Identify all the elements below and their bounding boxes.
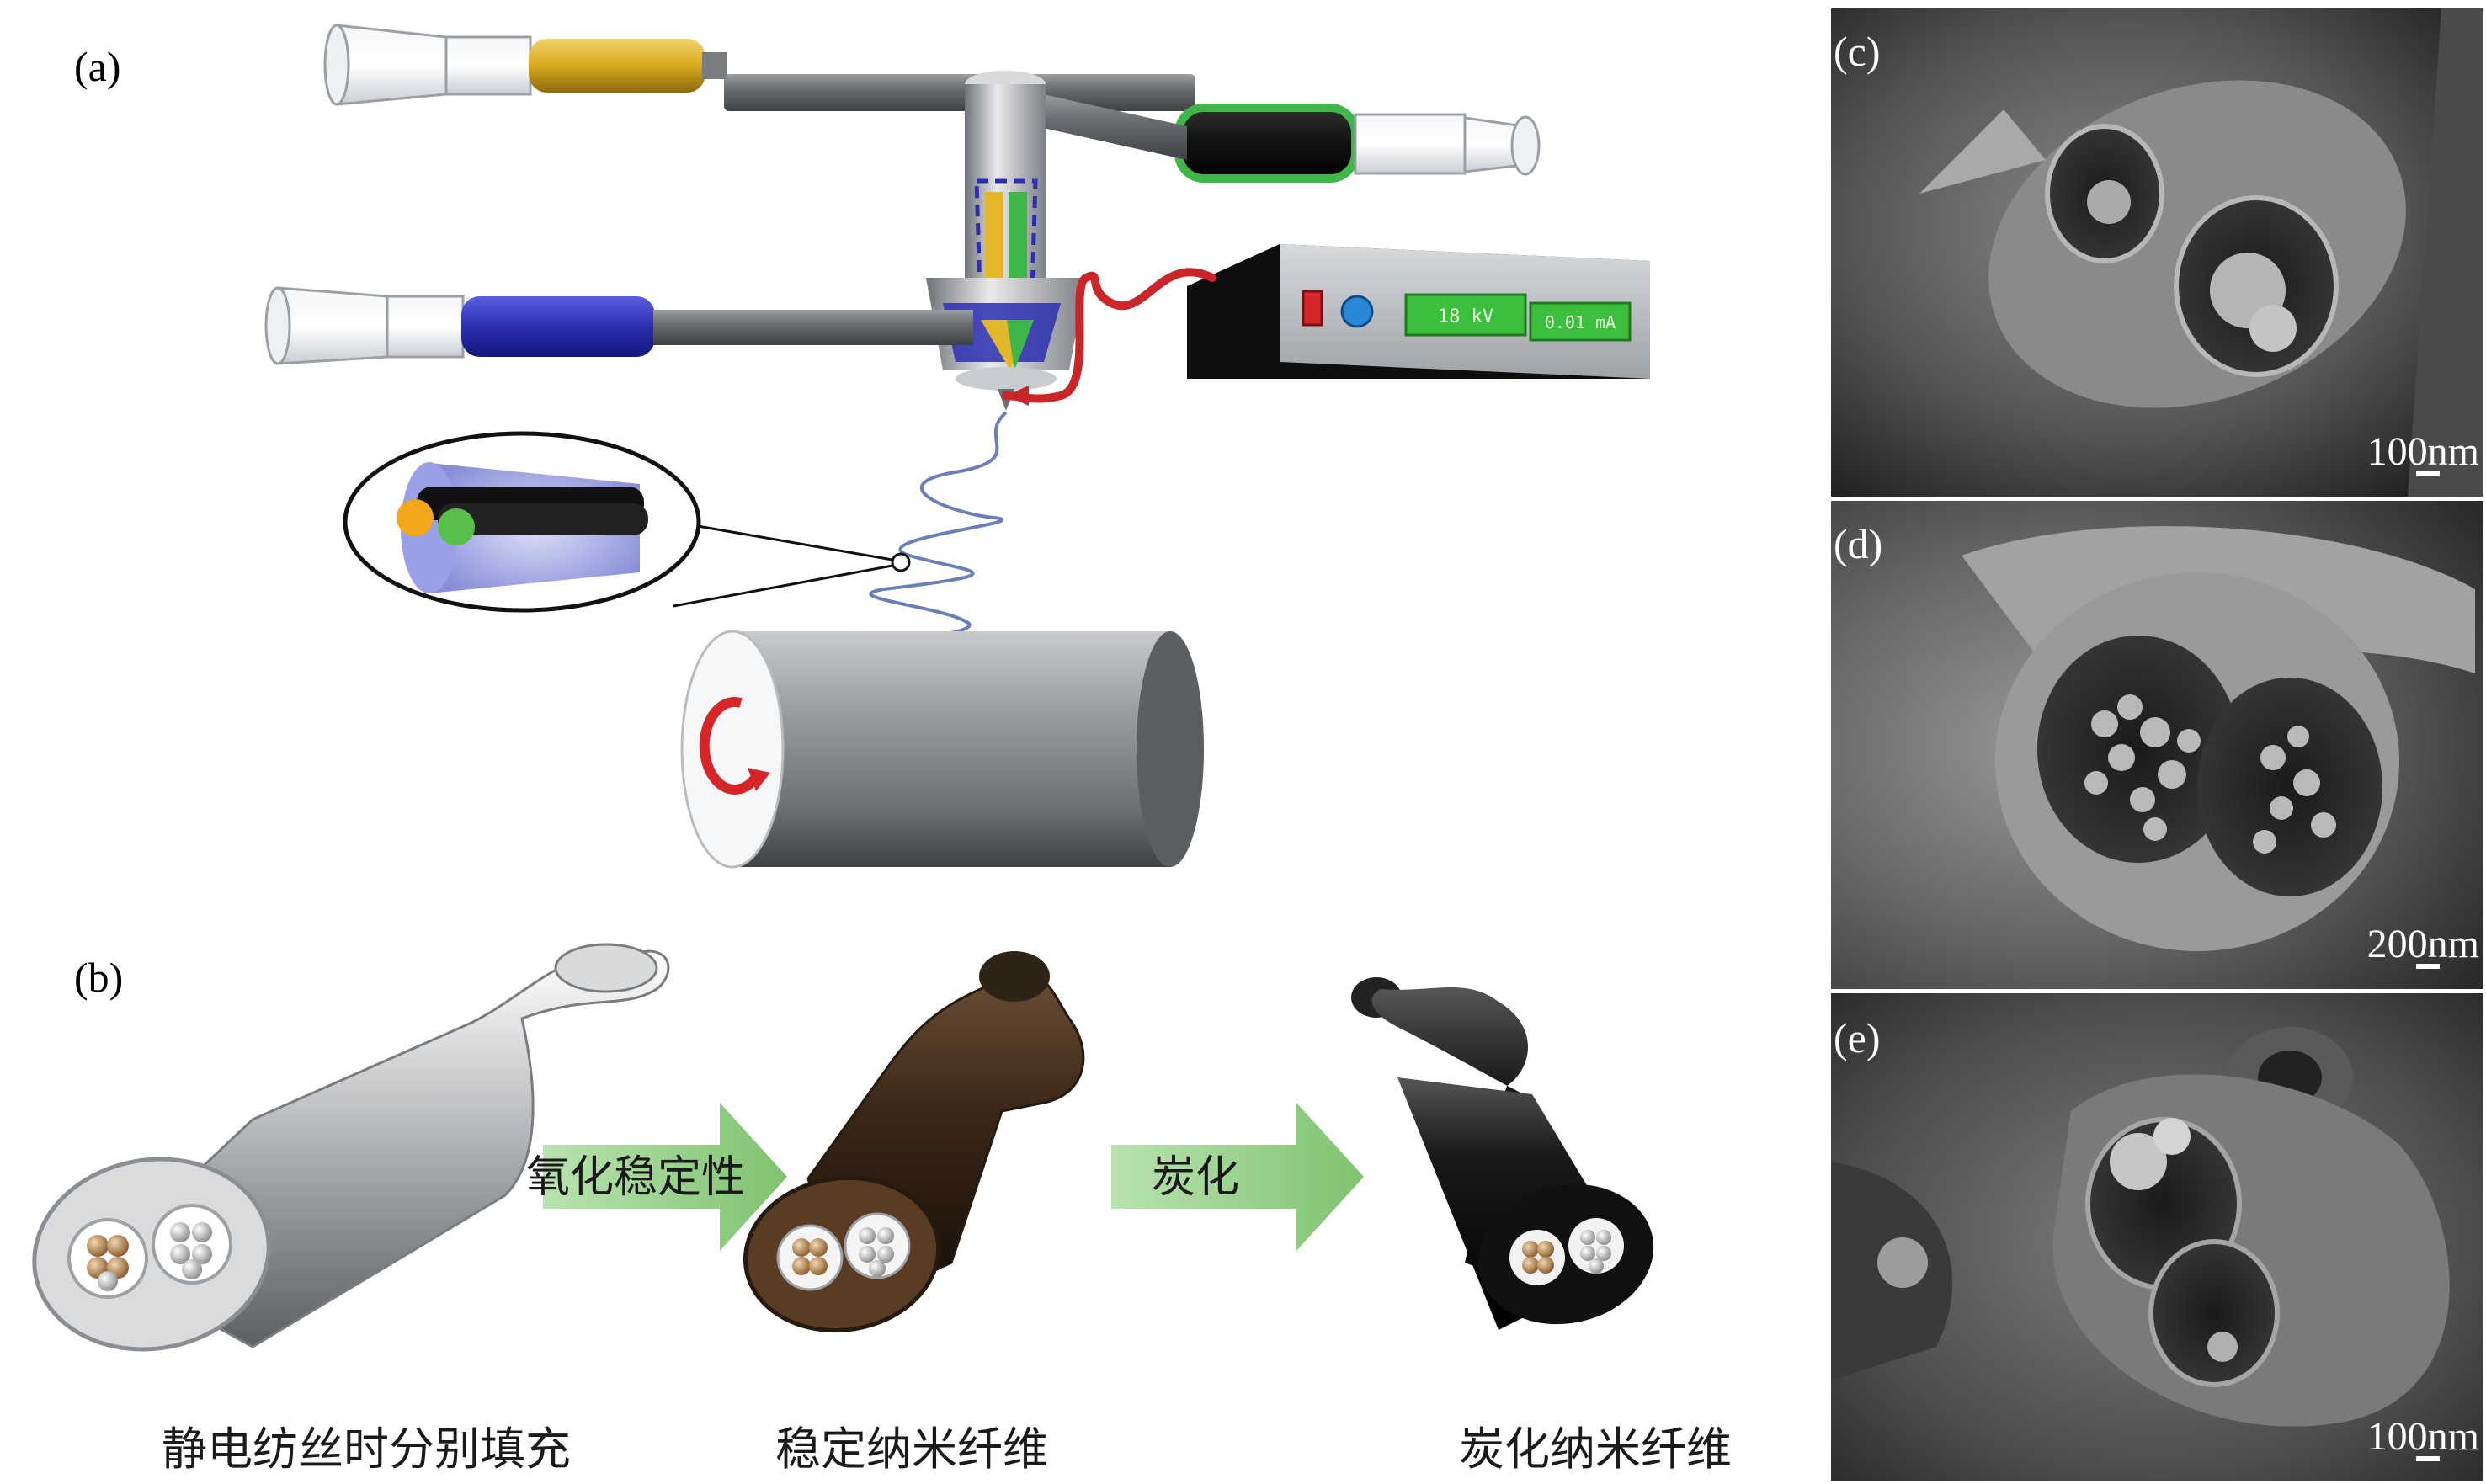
panel-d-scale: 200nm — [2367, 922, 2479, 966]
oxidative-stabilization-arrow: 氧化稳定性 — [526, 1103, 787, 1251]
panel-c-label: (c) — [1834, 28, 1881, 75]
right-feed-rod — [1035, 93, 1187, 160]
panel-d-scale-bar — [2416, 964, 2440, 969]
panel-d-sem: (d) 200nm — [1831, 501, 2483, 989]
fiber-as-spun — [32, 943, 670, 1352]
panel-e-label: (e) — [1834, 1014, 1881, 1061]
panel-c-scale: 100nm — [2367, 429, 2479, 474]
fiber-carbonized — [1351, 977, 1654, 1330]
panel-c-scale-bar — [2416, 471, 2440, 476]
caption-as-spun: 静电纺丝时分别填充 — [162, 1423, 571, 1476]
panel-c-sem: (c) 100nm — [1831, 8, 2483, 497]
oxidative-stabilization-label: 氧化稳定性 — [526, 1152, 745, 1203]
coaxial-nozzle — [926, 71, 1086, 411]
indicator-light — [1340, 295, 1374, 328]
panel-e-scale-bar — [2416, 1456, 2440, 1461]
syringe-green — [1174, 104, 1541, 183]
rotation-arrow-icon — [699, 696, 763, 795]
panel-a: (a) — [74, 24, 1650, 869]
current-display — [1529, 301, 1632, 342]
carbonization-arrow: 炭化 — [1111, 1103, 1364, 1251]
top-feed-rod — [724, 74, 1195, 111]
caption-carbonized: 炭化纳米纤维 — [1459, 1423, 1732, 1476]
voltage-readout: 18 kV — [1438, 306, 1493, 327]
panel-b-label: (b) — [74, 954, 123, 1001]
power-switch — [1302, 290, 1323, 327]
panel-b: (b) 氧化稳定性 — [32, 943, 1732, 1476]
syringe-blue — [264, 286, 973, 365]
jet-zoom-point — [891, 552, 911, 572]
voltage-display — [1404, 293, 1527, 337]
high-voltage-power-supply: 18 kV 0.01 mA — [1187, 244, 1650, 379]
fiber-stabilized — [743, 951, 1085, 1333]
caption-stabilized: 稳定纳米纤维 — [775, 1423, 1048, 1476]
panel-e-scale: 100nm — [2367, 1414, 2479, 1459]
panel-e-sem: (e) 100nm — [1831, 993, 2483, 1481]
panel-a-label: (a) — [74, 43, 121, 90]
syringe-yellow — [323, 24, 727, 106]
carbonization-label: 炭化 — [1152, 1152, 1239, 1203]
fiber-crosssection-zoom — [343, 431, 701, 613]
hv-cable — [1002, 268, 1216, 403]
rotating-collector-drum — [680, 630, 1204, 869]
panel-d-label: (d) — [1834, 520, 1882, 567]
current-readout: 0.01 mA — [1545, 312, 1616, 332]
